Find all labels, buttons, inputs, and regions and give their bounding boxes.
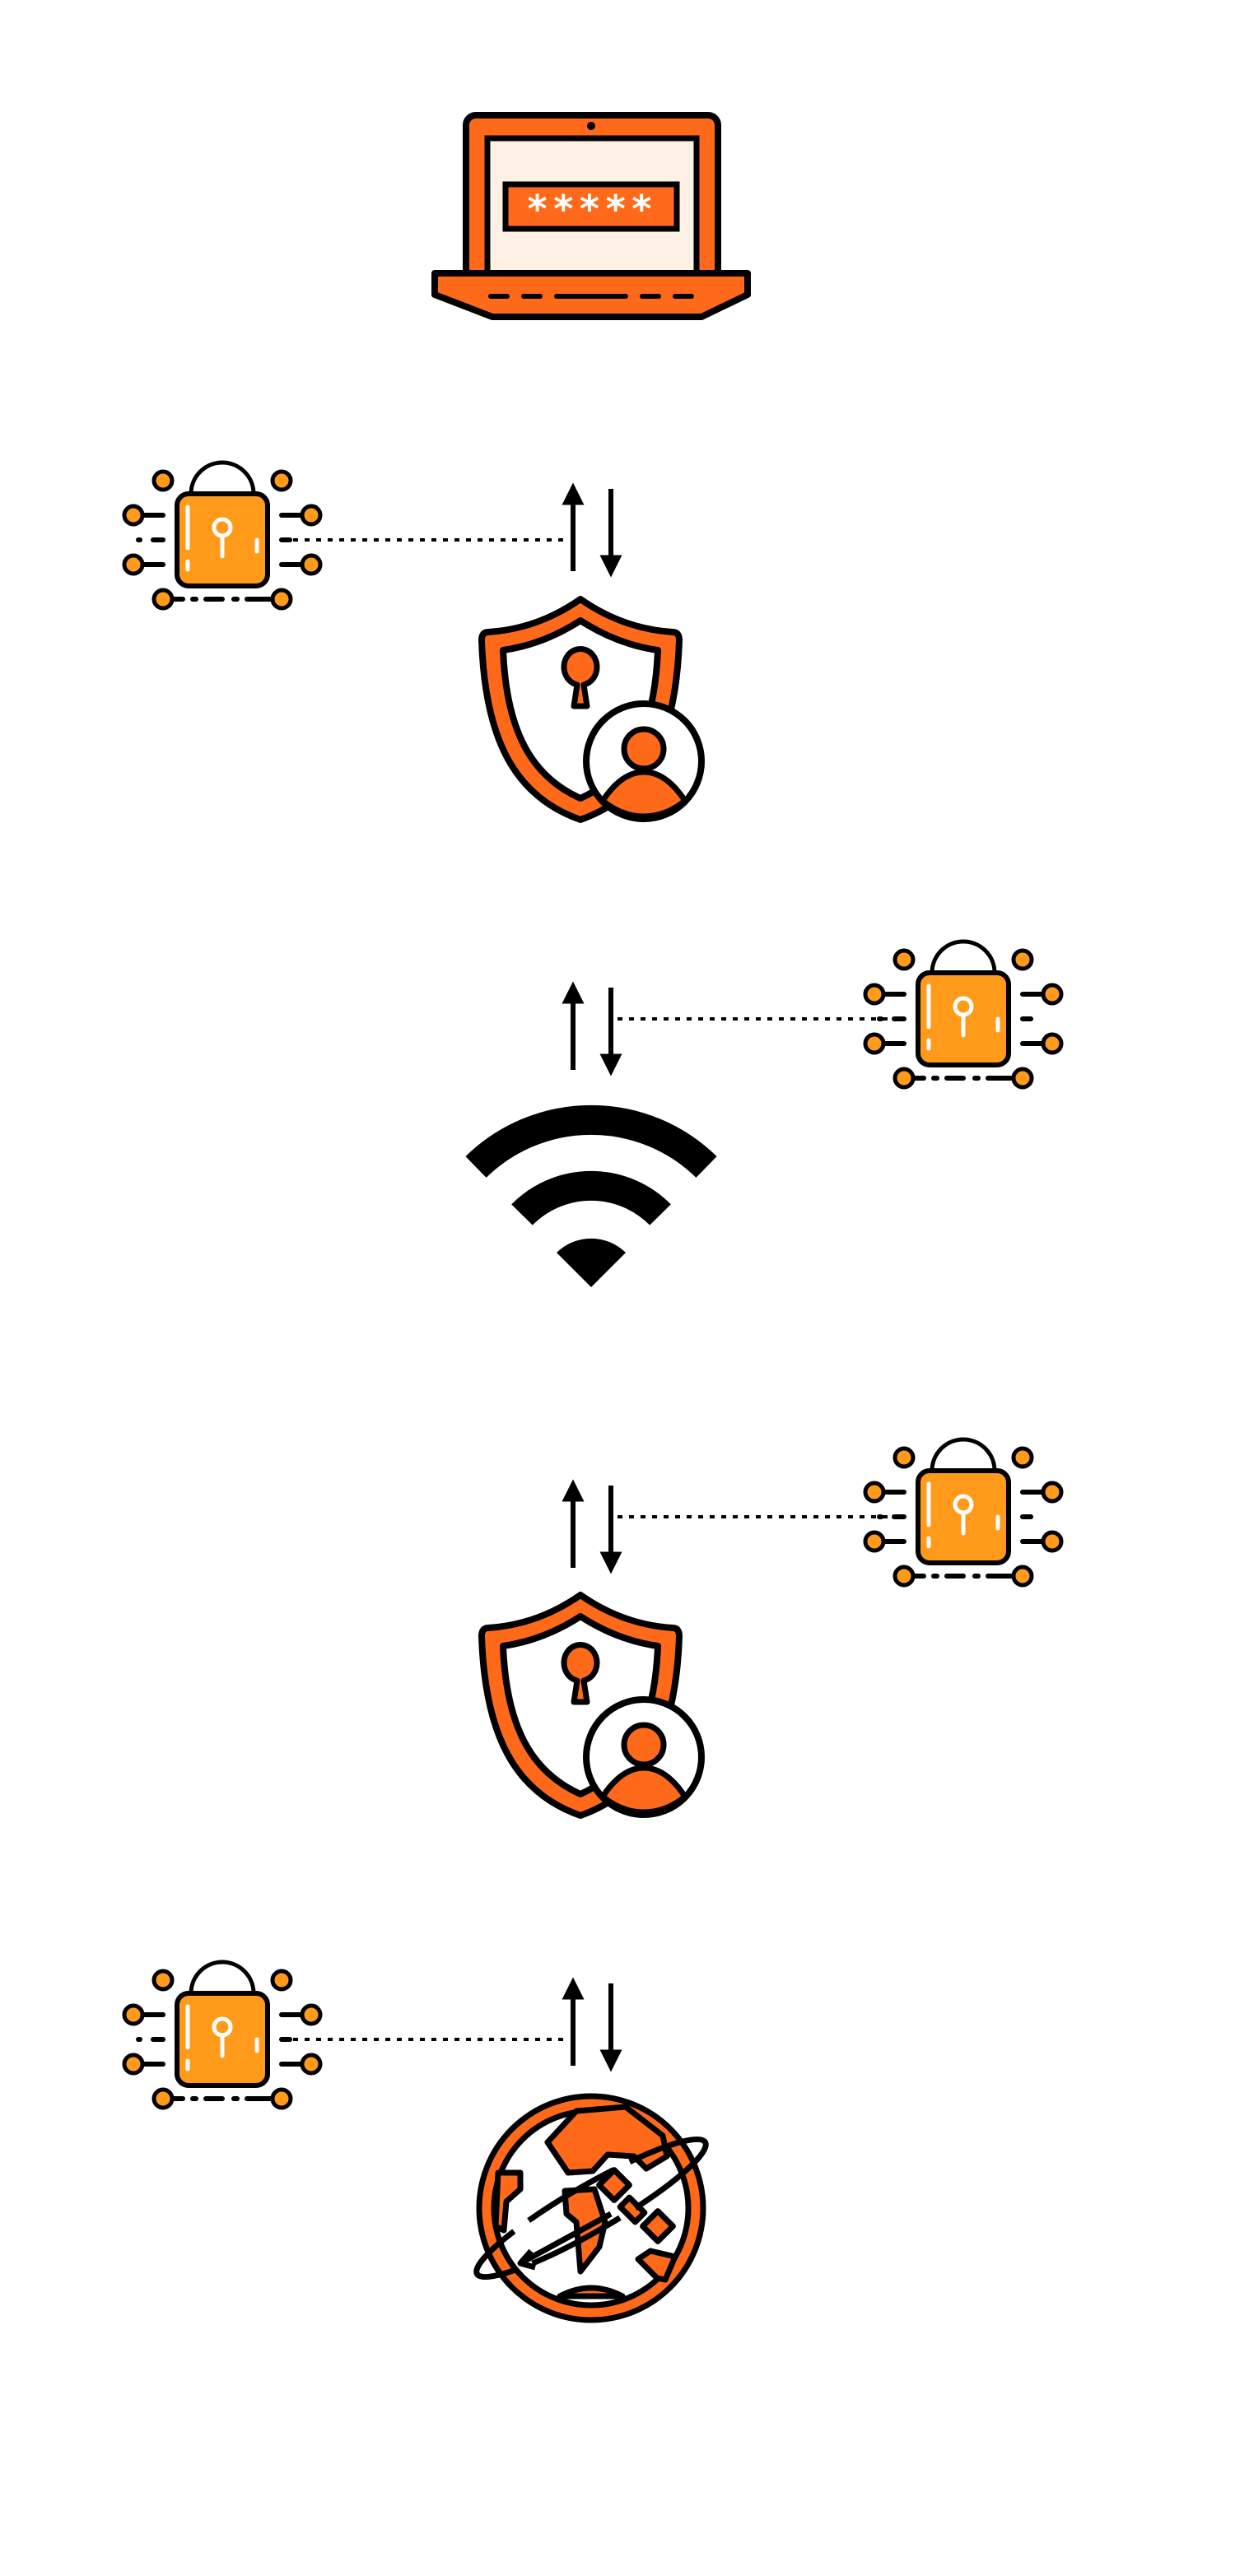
bidirectional-arrows-icon (573, 1983, 611, 2066)
encryption-lock-icon (865, 942, 1061, 1087)
encryption-lock-icon (124, 1962, 320, 2108)
globe-satellite-icon (473, 2093, 709, 2323)
laptop-password-icon: ***** (431, 112, 751, 320)
encryption-lock-icon (865, 1439, 1061, 1585)
user-shield-icon (482, 599, 701, 820)
wifi-icon (465, 1104, 717, 1287)
bidirectional-arrows-icon (573, 1486, 611, 1568)
bidirectional-arrows-icon (573, 988, 611, 1070)
password-mask: ***** (526, 187, 656, 231)
user-shield-icon (482, 1595, 701, 1816)
bidirectional-arrows-icon (573, 489, 611, 571)
encryption-lock-icon (124, 463, 320, 608)
